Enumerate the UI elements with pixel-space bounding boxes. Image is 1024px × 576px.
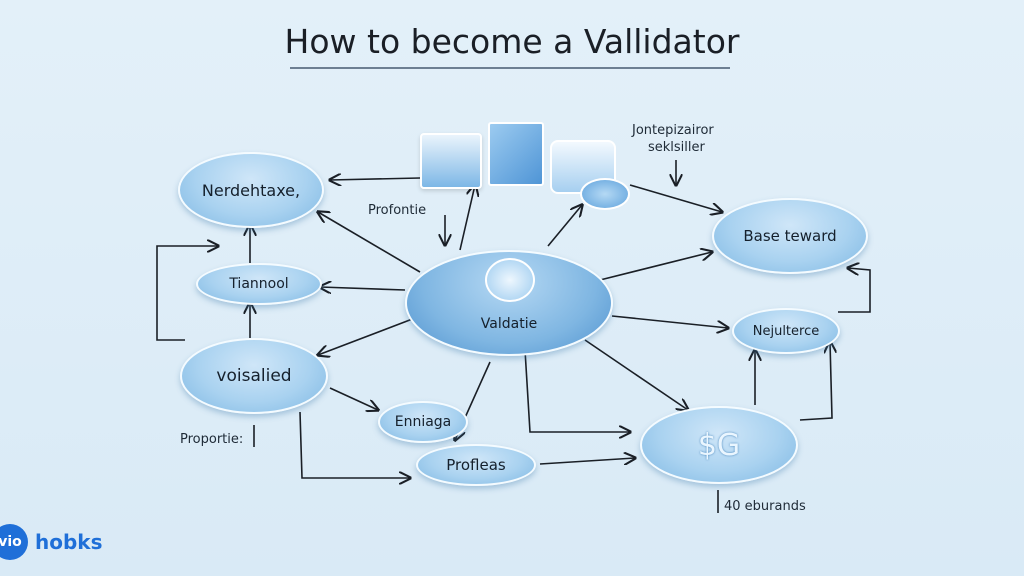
node-label: Enniaga [394, 414, 452, 430]
node-label: Base teward [743, 227, 837, 245]
node-label: Nejulterce [752, 323, 820, 339]
arrow [330, 178, 421, 180]
arrow [547, 205, 582, 247]
arrow [599, 252, 712, 281]
arrow [584, 339, 688, 410]
logo-name: hobks [35, 530, 103, 554]
server-stack-icon [420, 133, 482, 189]
page-title: How to become a Vallidator [284, 22, 740, 61]
arrow [156, 246, 218, 341]
label-eburands: 40 eburands [724, 499, 806, 514]
node-profleas[interactable]: Profleas [416, 444, 536, 486]
node-label: $G [697, 427, 741, 463]
node-tiannool[interactable]: Tiannool [196, 263, 322, 305]
node-label: Nerdehtaxe, [201, 180, 301, 200]
arrow [611, 315, 728, 328]
arrow [299, 411, 410, 478]
arrow [524, 349, 630, 432]
arrow [539, 458, 635, 464]
node-currency[interactable]: $G [640, 406, 798, 484]
node-nerdehtaxe[interactable]: Nerdehtaxe, [178, 152, 324, 228]
node-enniaga[interactable]: Enniaga [378, 401, 468, 443]
node-nejulterce[interactable]: Nejulterce [732, 308, 840, 354]
validator-coin-icon [485, 258, 535, 302]
arrow [629, 184, 722, 212]
arrow [318, 317, 416, 355]
label-seklsiller: seklsiller [648, 140, 705, 155]
node-voisalied[interactable]: voisalied [180, 338, 328, 414]
arrow [459, 185, 475, 251]
node-label: Profleas [446, 456, 506, 474]
label-jontepizairor: Jontepizairor [632, 123, 714, 138]
document-box-icon [488, 122, 544, 186]
title-underline [290, 67, 730, 69]
node-base-teward[interactable]: Base teward [712, 198, 868, 274]
arrow [329, 387, 378, 410]
node-valdatie-center[interactable]: Valdatie [405, 250, 613, 356]
logo-mark: vio [0, 524, 28, 560]
arrow [318, 212, 421, 273]
arrow [838, 268, 871, 313]
node-label: Tiannool [229, 276, 289, 292]
coin-icon [580, 178, 630, 210]
label-profontie: Profontie [368, 203, 427, 218]
arrow [799, 342, 832, 421]
label-proportie: Proportie: [180, 432, 244, 447]
arrow [320, 287, 406, 290]
node-label: Valdatie [480, 316, 538, 332]
node-label: voisalied [216, 366, 292, 386]
